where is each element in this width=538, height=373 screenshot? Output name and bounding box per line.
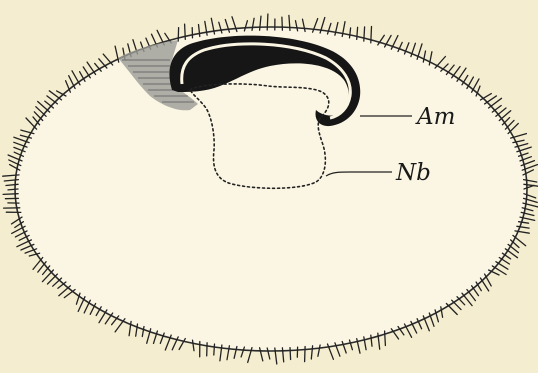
bristle [185,24,186,39]
bristle [305,347,306,362]
bristle [267,14,268,30]
label-am: Am [415,104,455,130]
bristle [290,348,291,360]
bristle [3,194,18,195]
bristle [282,17,283,30]
bristle [214,344,215,355]
bristle [357,27,358,39]
bristle [8,189,18,190]
bristle [371,27,372,43]
bristle [364,27,365,41]
bristle [385,331,386,346]
label-nb: Nb [395,160,431,186]
egg-interior [15,27,527,351]
